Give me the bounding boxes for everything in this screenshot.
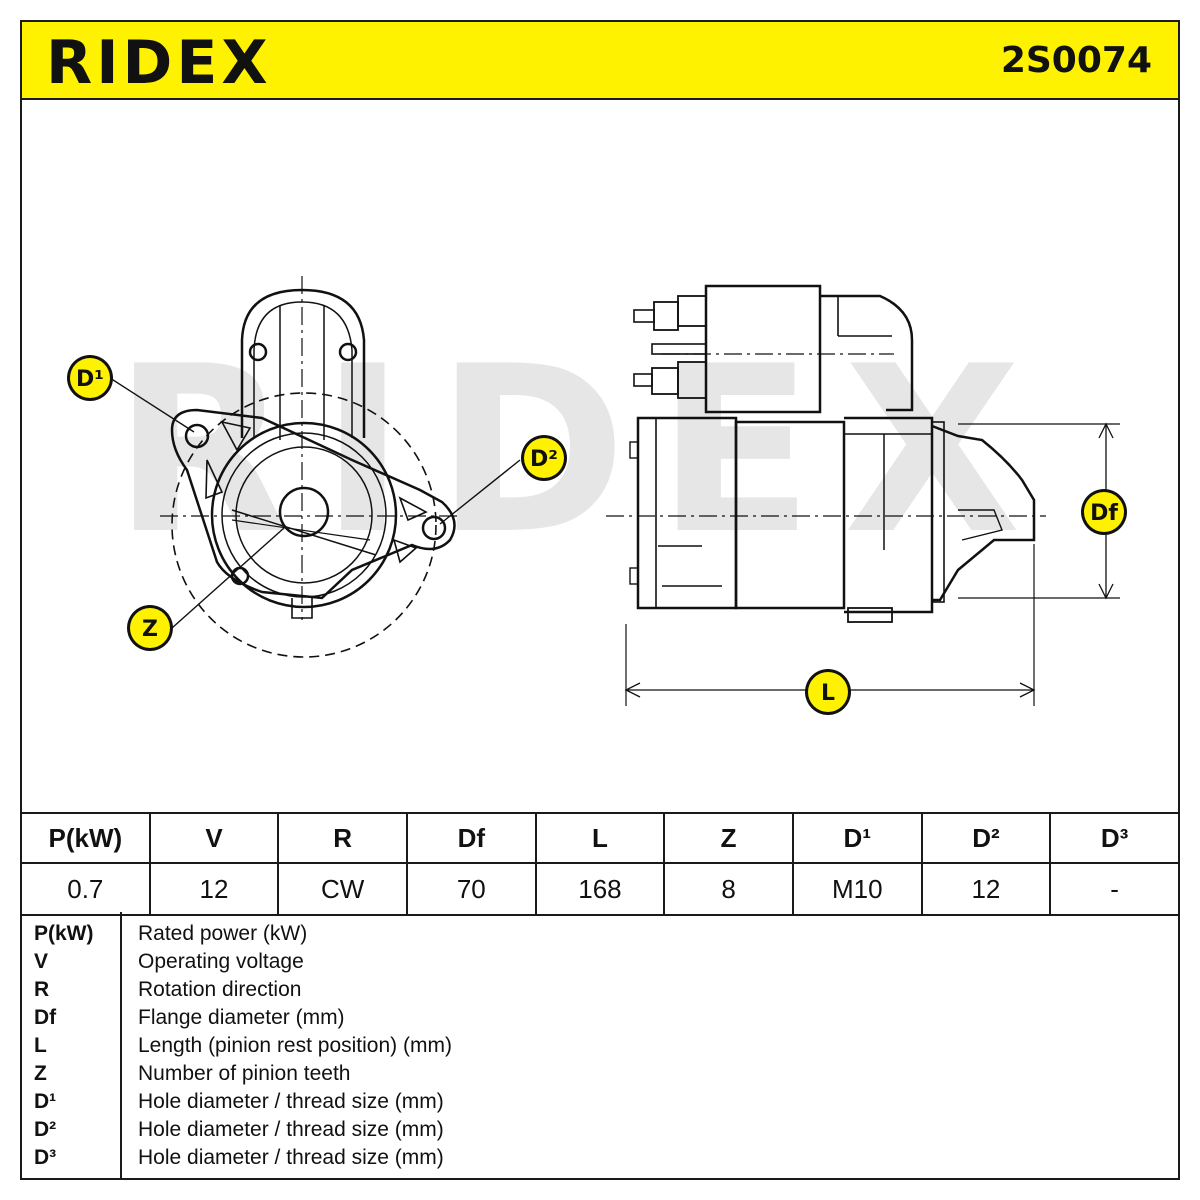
spec-header-power: P(kW) <box>20 812 151 864</box>
spec-value-d1: M10 <box>791 862 923 916</box>
legend-symbol: Z <box>34 1062 47 1085</box>
badge-d1: D¹ <box>67 355 113 401</box>
badge-d2: D² <box>521 435 567 481</box>
legend-row: D² Hole diameter / thread size (mm) <box>22 1118 1178 1146</box>
legend-box: P(kW) Rated power (kW) V Operating volta… <box>20 912 1180 1180</box>
legend-description: Length (pinion rest position) (mm) <box>138 1034 452 1057</box>
spec-value-d3: - <box>1049 862 1180 916</box>
spec-header-row: P(kW) V R Df L Z D¹ D² D³ <box>20 812 1180 864</box>
badge-l: L <box>805 669 851 715</box>
part-number: 2S0074 <box>1000 40 1152 81</box>
watermark-text: RIDEX <box>113 318 1051 585</box>
spec-header-d1: D¹ <box>791 812 923 864</box>
legend-symbol: V <box>34 950 49 973</box>
spec-value-rotation: CW <box>277 862 408 916</box>
legend-row: P(kW) Rated power (kW) <box>22 922 1178 950</box>
spec-value-power: 0.7 <box>20 862 151 916</box>
badge-d1-label: D¹ <box>76 367 104 392</box>
legend-row: R Rotation direction <box>22 978 1178 1006</box>
legend-row: L Length (pinion rest position) (mm) <box>22 1034 1178 1062</box>
spec-value-d2: 12 <box>920 862 1052 916</box>
spec-value-flange: 70 <box>405 862 537 916</box>
legend-description: Rotation direction <box>138 978 302 1001</box>
spec-header-rotation: R <box>277 812 408 864</box>
legend-description: Rated power (kW) <box>138 922 308 945</box>
legend-symbol: D³ <box>34 1146 57 1169</box>
header-bar: RIDEX 2S0074 <box>20 20 1180 100</box>
spec-header-d3: D³ <box>1049 812 1180 864</box>
brand-logo: RIDEX <box>46 28 272 98</box>
legend-description: Hole diameter / thread size (mm) <box>138 1146 444 1169</box>
legend-symbol: L <box>34 1034 47 1057</box>
badge-df: Df <box>1081 489 1127 535</box>
legend-symbol: P(kW) <box>34 922 94 945</box>
legend-description: Hole diameter / thread size (mm) <box>138 1090 444 1113</box>
legend-row: D³ Hole diameter / thread size (mm) <box>22 1146 1178 1174</box>
technical-drawing: RIDEX <box>67 276 1127 715</box>
legend-symbol: R <box>34 978 50 1001</box>
legend-row: Df Flange diameter (mm) <box>22 1006 1178 1034</box>
legend-symbol: Df <box>34 1006 57 1029</box>
spec-value-row: 0.7 12 CW 70 168 8 M10 12 - <box>20 862 1180 916</box>
legend-row: Z Number of pinion teeth <box>22 1062 1178 1090</box>
legend-symbol: D² <box>34 1118 57 1141</box>
legend-row: V Operating voltage <box>22 950 1178 978</box>
spec-header-voltage: V <box>148 812 280 864</box>
spec-value-length: 168 <box>534 862 666 916</box>
badge-d2-label: D² <box>530 447 558 472</box>
legend-description: Operating voltage <box>138 950 304 973</box>
legend-divider <box>120 912 122 1178</box>
badge-z: Z <box>127 605 173 651</box>
legend-description: Number of pinion teeth <box>138 1062 351 1085</box>
spec-header-flange: Df <box>405 812 537 864</box>
spec-value-teeth: 8 <box>663 862 794 916</box>
badge-l-label: L <box>821 681 835 706</box>
spec-value-voltage: 12 <box>148 862 280 916</box>
spec-header-teeth: Z <box>663 812 794 864</box>
front-view <box>109 276 521 658</box>
legend-row: D¹ Hole diameter / thread size (mm) <box>22 1090 1178 1118</box>
legend-symbol: D¹ <box>34 1090 57 1113</box>
badge-df-label: Df <box>1090 501 1118 526</box>
spec-header-d2: D² <box>920 812 1052 864</box>
side-view <box>606 284 1120 706</box>
legend-description: Flange diameter (mm) <box>138 1006 345 1029</box>
badge-z-label: Z <box>142 617 158 642</box>
legend-description: Hole diameter / thread size (mm) <box>138 1118 444 1141</box>
spec-table: P(kW) V R Df L Z D¹ D² D³ 0.7 12 CW 70 1… <box>20 812 1180 916</box>
spec-header-length: L <box>534 812 666 864</box>
